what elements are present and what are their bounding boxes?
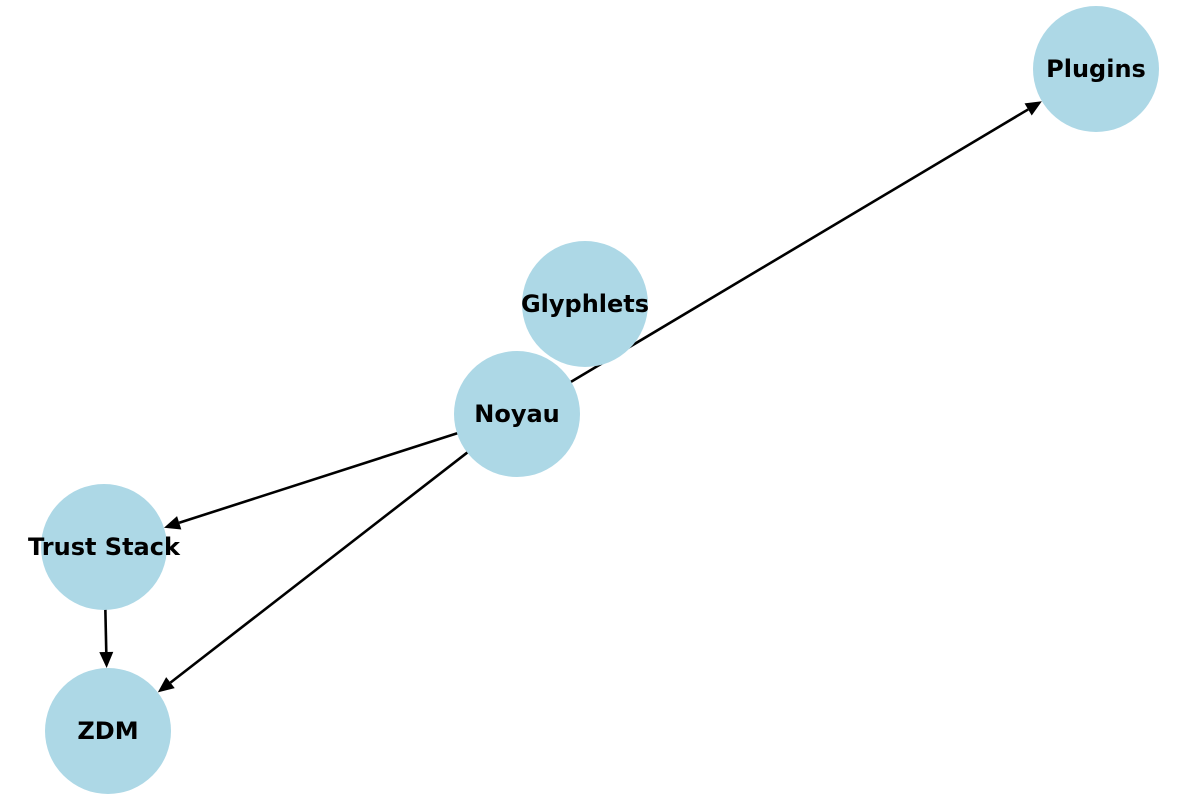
node-circle bbox=[1033, 6, 1159, 132]
node-circle bbox=[522, 241, 648, 367]
node-label: Trust Stack bbox=[28, 533, 181, 561]
node-label: Glyphlets bbox=[521, 290, 649, 318]
node-glyphlets[interactable]: Glyphlets bbox=[521, 241, 649, 367]
node-label: Noyau bbox=[474, 400, 560, 428]
node-circle bbox=[41, 484, 167, 610]
arrowhead-icon bbox=[157, 677, 175, 693]
node-circle bbox=[454, 351, 580, 477]
arrowhead-icon bbox=[1024, 101, 1042, 116]
node-circle bbox=[45, 668, 171, 794]
edge-line bbox=[169, 412, 518, 684]
node-label: Plugins bbox=[1046, 55, 1146, 83]
node-plugins[interactable]: Plugins bbox=[1033, 6, 1159, 132]
arrowhead-icon bbox=[99, 651, 114, 669]
arrowhead-icon bbox=[163, 516, 182, 530]
edge-noyau-to-zdm bbox=[157, 412, 518, 693]
node-noyau[interactable]: Noyau bbox=[454, 351, 580, 477]
node-trust-stack[interactable]: Trust Stack bbox=[28, 484, 181, 610]
node-label: ZDM bbox=[77, 717, 138, 745]
node-zdm[interactable]: ZDM bbox=[45, 668, 171, 794]
